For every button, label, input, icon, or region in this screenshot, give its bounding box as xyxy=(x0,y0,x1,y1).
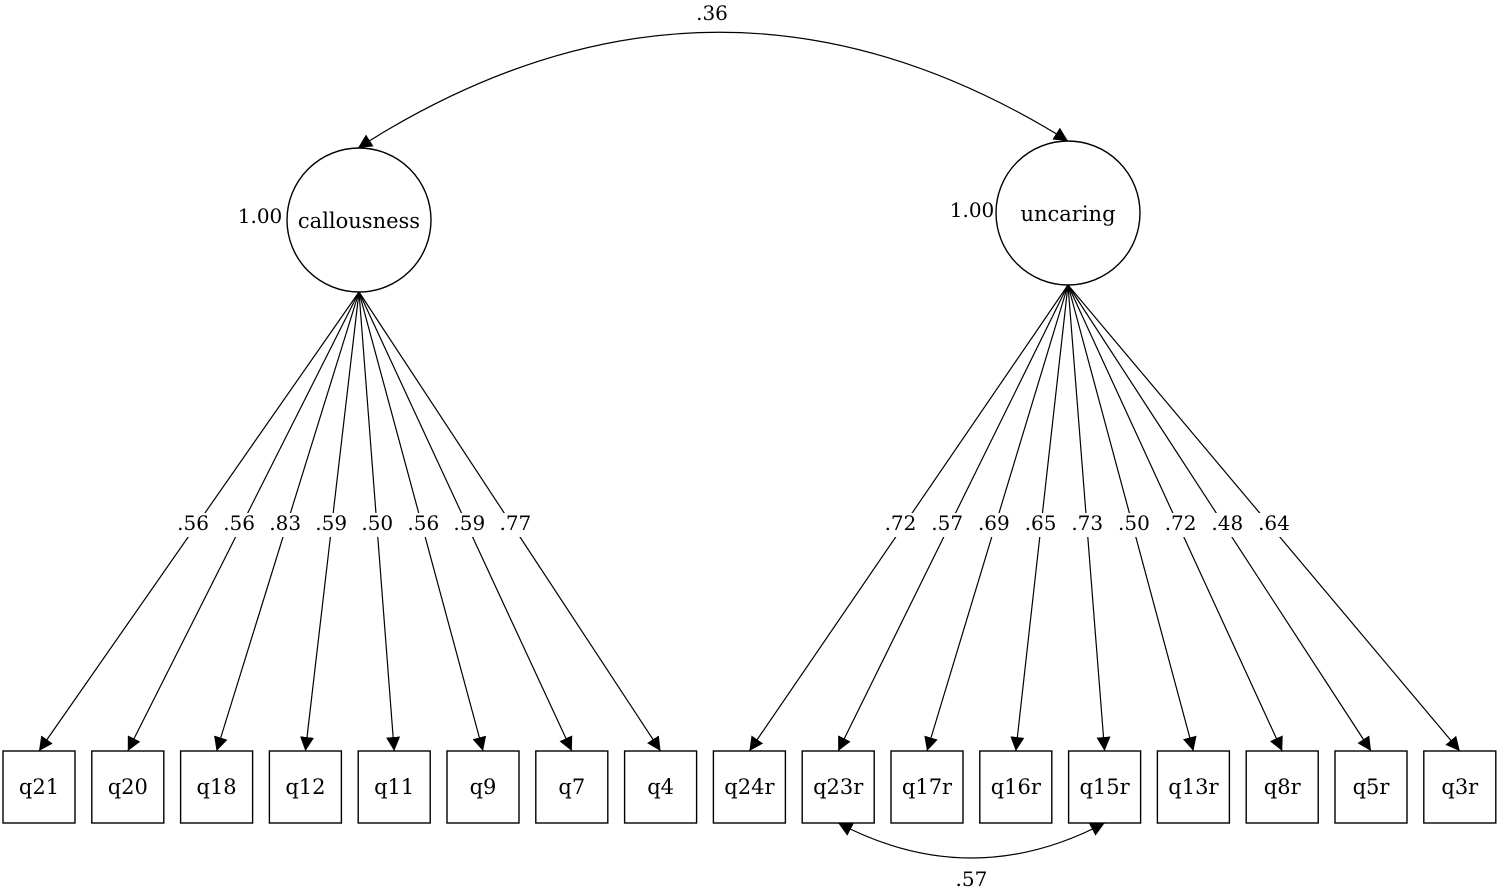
indicator-box-q24r xyxy=(712,750,787,824)
error-covariance-arc-q23r-q15r xyxy=(837,822,1105,859)
indicator-box-q21 xyxy=(2,750,76,824)
indicator-box-q23r xyxy=(801,750,875,824)
factor-variance-callousness: 1.00 xyxy=(238,204,283,228)
loading-label-q9: .56 xyxy=(407,511,439,535)
error-covariance-label-q23r-q15r: .57 xyxy=(955,867,987,889)
loading-label-q15r: .73 xyxy=(1071,511,1103,535)
loading-label-bg xyxy=(1207,513,1248,537)
loading-label-q17r: .69 xyxy=(978,511,1010,535)
factor-circle-uncaring xyxy=(995,140,1141,286)
indicator-box-q13r xyxy=(1156,750,1231,824)
loading-label-bg xyxy=(173,513,214,537)
loading-label-q3r: .64 xyxy=(1258,511,1290,535)
loading-label-bg xyxy=(1067,513,1108,537)
loading-label-bg xyxy=(403,513,444,537)
loading-label-bg xyxy=(311,513,352,537)
indicator-label-q13r: q13r xyxy=(1168,775,1219,799)
indicator-label-q16r: q16r xyxy=(991,775,1042,799)
indicator-label-q18: q18 xyxy=(197,775,237,799)
indicator-label-q15r: q15r xyxy=(1079,775,1130,799)
loading-label-bg xyxy=(449,513,490,537)
indicator-label-q17r: q17r xyxy=(902,775,953,799)
indicator-label-q9: q9 xyxy=(470,775,497,799)
indicator-label-q3r: q3r xyxy=(1441,775,1479,799)
factor-variance-uncaring: 1.00 xyxy=(950,198,995,222)
indicator-label-q7: q7 xyxy=(558,775,585,799)
indicator-label-q4: q4 xyxy=(647,775,674,799)
loading-label-bg xyxy=(495,513,536,537)
loading-label-q7: .59 xyxy=(453,511,485,535)
factor-covariance-label: .36 xyxy=(696,1,728,25)
factor-label-callousness: callousness xyxy=(298,209,420,233)
indicator-label-q11: q11 xyxy=(374,775,414,799)
loading-label-bg xyxy=(1113,513,1154,537)
loading-label-q13r: .50 xyxy=(1118,511,1150,535)
loading-label-bg xyxy=(1160,513,1201,537)
loading-label-q8r: .72 xyxy=(1165,511,1197,535)
indicator-box-q12 xyxy=(268,750,343,824)
indicator-box-q16r xyxy=(979,750,1053,824)
indicator-box-q4 xyxy=(623,750,698,824)
loading-label-bg xyxy=(1253,513,1294,537)
loading-label-q18: .83 xyxy=(269,511,301,535)
loading-label-q20: .56 xyxy=(223,511,255,535)
indicator-box-q11 xyxy=(357,750,431,824)
indicator-label-q5r: q5r xyxy=(1353,775,1391,799)
factor-label-uncaring: uncaring xyxy=(1020,202,1115,226)
loading-label-bg xyxy=(357,513,398,537)
loading-label-bg xyxy=(265,513,306,537)
loading-label-bg xyxy=(219,513,260,537)
loading-label-q5r: .48 xyxy=(1211,511,1243,535)
loading-label-q21: .56 xyxy=(177,511,209,535)
factor-covariance-arc xyxy=(357,31,1069,149)
loading-label-q12: .59 xyxy=(315,511,347,535)
indicator-box-q20 xyxy=(91,750,165,824)
indicator-box-q15r xyxy=(1067,750,1142,824)
labels-layer: .56 .56 .83 .59 .50 .56 .59 .77 1.00 .72 .57 .69 .65… xyxy=(173,1,1294,889)
loading-label-q16r: .65 xyxy=(1025,511,1057,535)
indicator-box-q5r xyxy=(1334,750,1408,824)
indicator-box-q7 xyxy=(535,750,609,824)
loading-label-bg xyxy=(880,513,921,537)
indicator-box-q9 xyxy=(446,750,520,824)
nodes-layer: q21 q20 q18 q12 q11 q9 q7 q4 callousness q24r q23r… xyxy=(2,140,1497,824)
indicator-label-q24r: q24r xyxy=(724,775,775,799)
loading-label-q23r: .57 xyxy=(931,511,963,535)
edges-layer xyxy=(38,31,1461,859)
indicator-box-q8r xyxy=(1245,750,1319,824)
loading-label-q4: .77 xyxy=(499,511,531,535)
loading-label-q11: .50 xyxy=(361,511,393,535)
loading-label-q24r: .72 xyxy=(885,511,917,535)
indicator-box-q17r xyxy=(890,750,964,824)
loading-label-bg xyxy=(927,513,968,537)
indicator-box-q3r xyxy=(1423,750,1497,824)
indicator-label-q21: q21 xyxy=(19,775,59,799)
indicator-label-q8r: q8r xyxy=(1264,775,1302,799)
loading-label-bg xyxy=(973,513,1014,537)
loading-label-bg xyxy=(1020,513,1061,537)
indicator-label-q12: q12 xyxy=(285,775,325,799)
indicator-box-q18 xyxy=(179,750,254,824)
factor-circle-callousness xyxy=(286,147,432,293)
indicator-label-q20: q20 xyxy=(108,775,148,799)
indicator-label-q23r: q23r xyxy=(813,775,864,799)
